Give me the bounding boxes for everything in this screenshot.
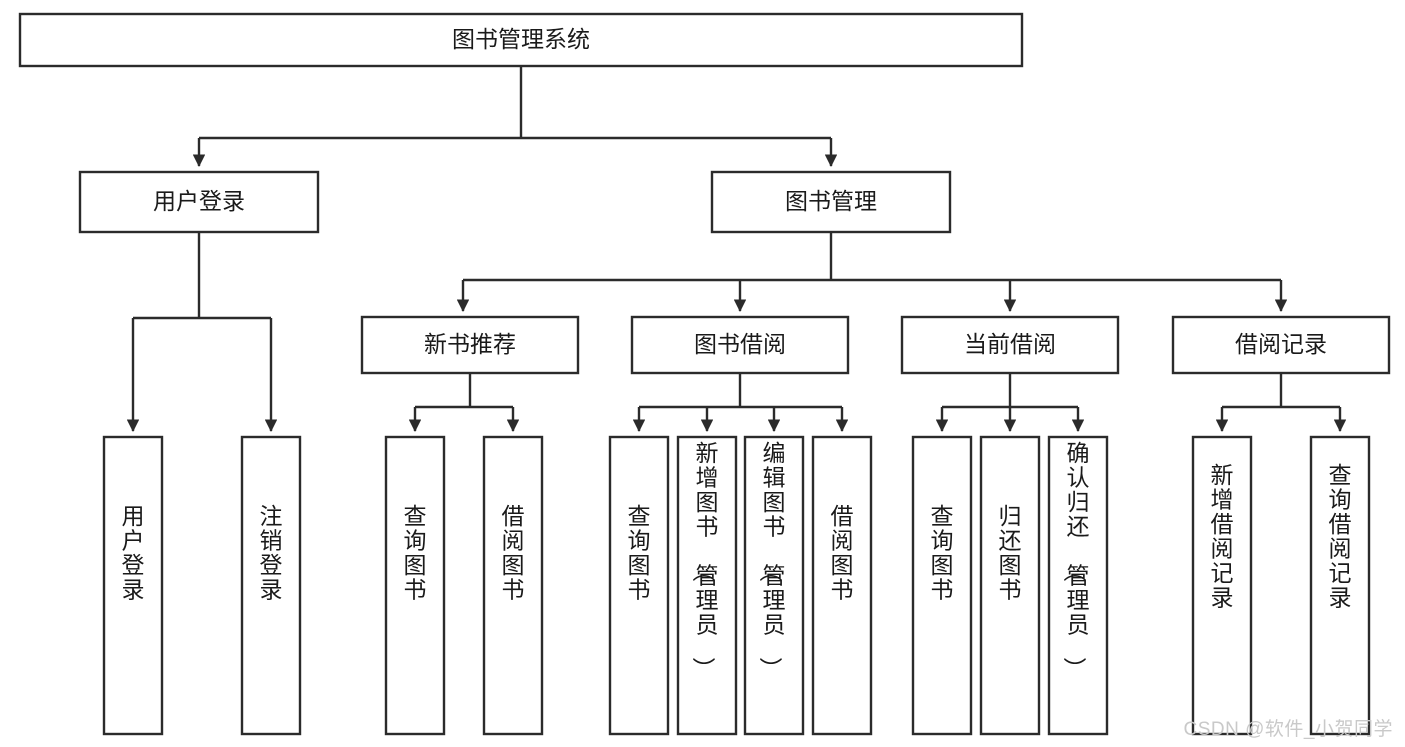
node-root-box[interactable] xyxy=(18,12,1024,68)
node-leaf-user-login[interactable]: 用户登录 xyxy=(102,435,164,736)
node-leaf-borrow-book-1[interactable]: 借阅图书 xyxy=(482,435,544,736)
node-leaf-user-logout-box[interactable] xyxy=(240,435,302,736)
node-leaf-query-book-2-label: 查询图书 xyxy=(628,503,651,603)
node-borrow-record-label: 借阅记录 xyxy=(1235,331,1327,357)
node-leaf-query-record-label: 查询借阅记录 xyxy=(1329,462,1352,611)
node-leaf-return-book-label: 归还图书 xyxy=(999,503,1022,603)
node-borrow-record[interactable]: 借阅记录 xyxy=(1171,315,1391,375)
node-root[interactable]: 图书管理系统 xyxy=(18,12,1024,68)
csdn-watermark: CSDN @软件_小贺同学 xyxy=(1183,719,1393,740)
node-leaf-query-book-1-box[interactable] xyxy=(384,435,446,736)
node-leaf-borrow-book-1-box[interactable] xyxy=(482,435,544,736)
node-leaf-user-logout[interactable]: 注销登录 xyxy=(240,435,302,736)
node-current-borrow-box[interactable] xyxy=(900,315,1120,375)
node-leaf-return-book-box[interactable] xyxy=(979,435,1041,736)
node-leaf-query-book-2[interactable]: 查询图书 xyxy=(608,435,670,736)
node-leaf-query-book-2-box[interactable] xyxy=(608,435,670,736)
node-book-manage-label: 图书管理 xyxy=(785,188,877,214)
node-user-login-label: 用户登录 xyxy=(153,188,245,214)
node-leaf-add-record-box[interactable] xyxy=(1191,435,1253,736)
node-new-book-recommend[interactable]: 新书推荐 xyxy=(360,315,580,375)
node-book-manage-box[interactable] xyxy=(710,170,952,234)
node-leaf-borrow-book-2-label: 借阅图书 xyxy=(831,503,854,603)
node-new-book-recommend-label: 新书推荐 xyxy=(424,331,516,357)
node-current-borrow[interactable]: 当前借阅 xyxy=(900,315,1120,375)
node-leaf-add-record[interactable]: 新增借阅记录 xyxy=(1191,435,1253,736)
node-leaf-query-book-3-box[interactable] xyxy=(911,435,973,736)
node-root-label: 图书管理系统 xyxy=(452,26,590,52)
node-leaf-add-book[interactable]: 新增图书（管理员） xyxy=(676,435,738,736)
node-user-login[interactable]: 用户登录 xyxy=(78,170,320,234)
node-leaf-query-book-1-label: 查询图书 xyxy=(404,503,427,603)
node-leaf-edit-book-box[interactable] xyxy=(743,435,805,736)
node-leaf-user-login-box[interactable] xyxy=(102,435,164,736)
node-leaf-add-record-label: 新增借阅记录 xyxy=(1211,462,1234,611)
connectors xyxy=(126,66,1347,432)
node-leaf-query-book-1[interactable]: 查询图书 xyxy=(384,435,446,736)
node-new-book-recommend-box[interactable] xyxy=(360,315,580,375)
node-leaf-query-book-3-label: 查询图书 xyxy=(931,503,954,603)
node-leaf-query-record[interactable]: 查询借阅记录 xyxy=(1309,435,1371,736)
node-leaf-borrow-book-2[interactable]: 借阅图书 xyxy=(811,435,873,736)
node-leaf-user-login-label: 用户登录 xyxy=(122,503,145,603)
node-leaf-user-logout-label: 注销登录 xyxy=(260,503,283,603)
node-book-borrow-label: 图书借阅 xyxy=(694,331,786,357)
node-leaf-edit-book[interactable]: 编辑图书（管理员） xyxy=(743,435,805,736)
node-leaf-borrow-book-2-box[interactable] xyxy=(811,435,873,736)
node-borrow-record-box[interactable] xyxy=(1171,315,1391,375)
node-user-login-box[interactable] xyxy=(78,170,320,234)
node-leaf-borrow-book-1-label: 借阅图书 xyxy=(502,503,525,603)
node-leaf-query-record-box[interactable] xyxy=(1309,435,1371,736)
node-leaf-confirm-return-label: 确认归还（管理员） xyxy=(1062,440,1090,680)
node-current-borrow-label: 当前借阅 xyxy=(964,331,1056,357)
node-leaf-query-book-3[interactable]: 查询图书 xyxy=(911,435,973,736)
node-leaf-edit-book-label: 编辑图书（管理员） xyxy=(758,440,786,680)
node-leaf-add-book-label: 新增图书（管理员） xyxy=(691,440,719,680)
node-leaf-add-book-box[interactable] xyxy=(676,435,738,736)
node-leaf-confirm-return[interactable]: 确认归还（管理员） xyxy=(1047,435,1109,736)
node-leaf-return-book[interactable]: 归还图书 xyxy=(979,435,1041,736)
node-leaf-confirm-return-box[interactable] xyxy=(1047,435,1109,736)
node-book-manage[interactable]: 图书管理 xyxy=(710,170,952,234)
node-book-borrow[interactable]: 图书借阅 xyxy=(630,315,850,375)
node-book-borrow-box[interactable] xyxy=(630,315,850,375)
